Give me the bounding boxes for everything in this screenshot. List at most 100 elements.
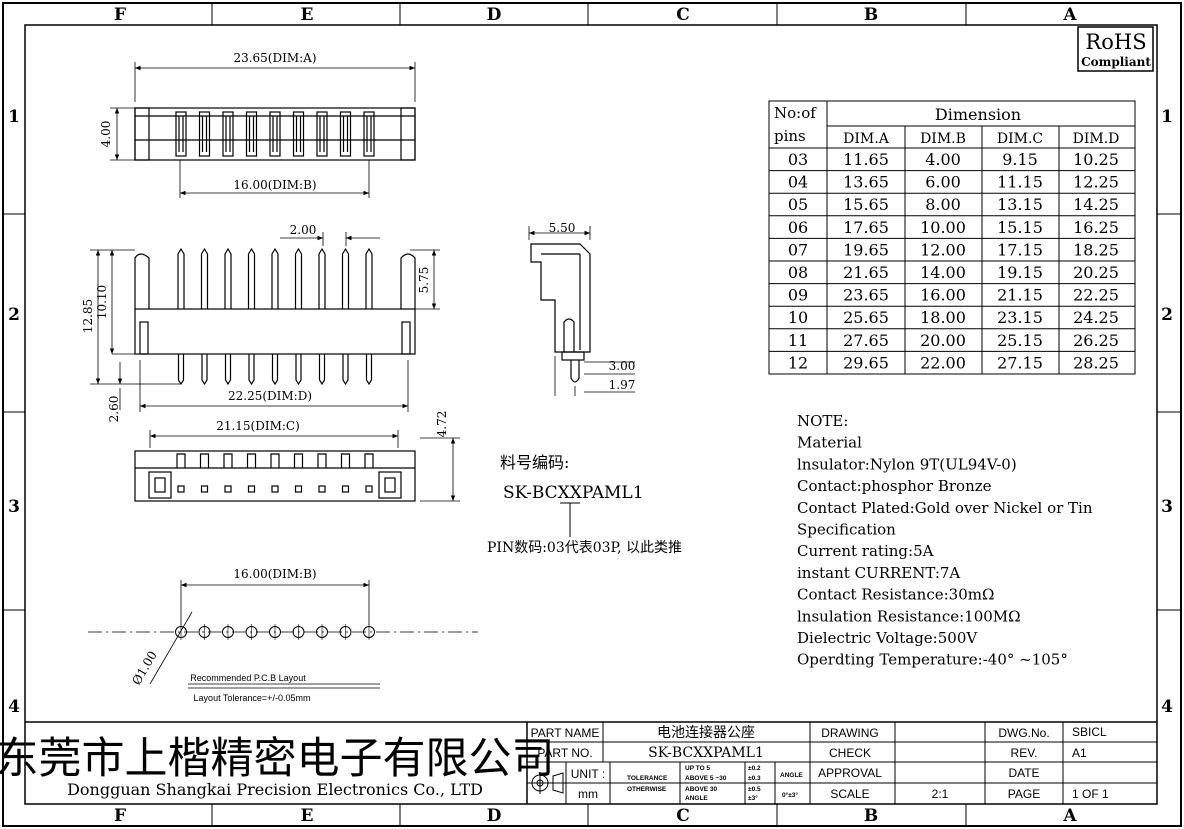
tol-line: ABOVE 30	[685, 786, 718, 793]
col-label-top: B	[864, 5, 878, 25]
bottom-pin	[293, 453, 304, 493]
table-cell: 4.00	[925, 150, 961, 169]
note-line: instant CURRENT:7A	[797, 564, 960, 582]
table-cell: 27.65	[843, 331, 889, 350]
table-col-header: DIM.D	[1073, 131, 1120, 147]
table-cell: 10.00	[920, 218, 966, 237]
top-pin	[175, 111, 187, 157]
table-col-header: DIM.B	[920, 131, 966, 147]
table-cell: 22.25	[1073, 286, 1119, 305]
unit-value: mm	[578, 787, 598, 801]
rev-label: REV.	[1011, 746, 1038, 760]
col-label-top: C	[676, 5, 690, 25]
pcb-hole	[222, 624, 234, 640]
rohs-main: RoHS	[1085, 30, 1146, 54]
table-cell: 25.65	[843, 308, 889, 327]
dwg-no-label: DWG.No.	[998, 726, 1049, 740]
pcb-hole	[316, 624, 328, 640]
table-cell: 13.65	[843, 173, 889, 192]
note-line: Specification	[797, 521, 896, 539]
part-code-label: 料号编码:	[500, 453, 569, 472]
table-col-header: DIM.C	[997, 131, 1043, 147]
table-cell: 15.15	[997, 218, 1043, 237]
page-value: 1 OF 1	[1072, 787, 1109, 801]
pcb-hole	[363, 624, 375, 640]
table-cell: 27.15	[997, 353, 1043, 372]
note-line: Material	[797, 434, 862, 452]
pitch-label: 2.00	[290, 223, 317, 237]
height-body-label: 10.10	[95, 285, 109, 319]
page-label: PAGE	[1008, 787, 1040, 801]
front-pin	[365, 247, 373, 386]
front-view	[90, 232, 440, 412]
table-cell-pins: 07	[788, 240, 808, 259]
table-cell: 23.15	[997, 308, 1043, 327]
table-cell: 12.00	[920, 240, 966, 259]
top-view	[110, 62, 416, 198]
tol-value: ±0.2	[748, 765, 761, 772]
pcb-tolerance: Layout Tolerance=+/-0.05mm	[194, 693, 311, 703]
dim-a-label: 23.65(DIM:A)	[233, 51, 316, 65]
row-label-left: 1	[8, 107, 20, 127]
table-cell-pins: 06	[788, 218, 808, 237]
tol-value: ±0.3	[748, 775, 761, 782]
table-cell: 16.00	[920, 286, 966, 305]
dim-b-label: 16.00(DIM:B)	[233, 178, 316, 192]
top-pin	[245, 111, 258, 157]
col-label-bottom: C	[676, 806, 690, 826]
note-line: Contact:phosphor Bronze	[797, 477, 992, 495]
otherwise-label: OTHERWISE	[627, 786, 667, 793]
table-cell-pins: 08	[788, 263, 808, 282]
dimension-table: No:of pins Dimension DIM.A DIM.B DIM.C D…	[768, 100, 1136, 375]
table-cell: 20.25	[1073, 263, 1119, 282]
front-pin	[294, 247, 303, 386]
col-label-top: F	[114, 5, 126, 25]
table-cell: 29.65	[843, 353, 889, 372]
bottom-pin	[340, 453, 351, 493]
table-cell: 12.25	[1073, 173, 1119, 192]
side-d2-label: 1.97	[609, 378, 636, 392]
table-cell: 16.25	[1073, 218, 1119, 237]
pin-length-label: 2.60	[107, 396, 121, 423]
front-pin	[247, 247, 256, 386]
table-cell: 24.25	[1073, 308, 1119, 327]
table-cell: 18.00	[920, 308, 966, 327]
table-cell: 15.65	[843, 195, 889, 214]
pcb-hole	[292, 624, 305, 640]
drawing-label: DRAWING	[821, 726, 879, 740]
height-total-label: 12.85	[81, 299, 95, 333]
front-pin	[271, 247, 279, 386]
tol-value: ±0.5	[748, 786, 761, 793]
table-cell-pins: 03	[788, 150, 808, 169]
scale-label: SCALE	[830, 787, 869, 801]
bottom-pin	[317, 453, 327, 493]
rohs-stamp: RoHS Compliant	[1077, 26, 1154, 72]
table-header-group: Dimension	[935, 105, 1021, 124]
angle-label: ANGLE	[780, 772, 803, 779]
table-cell-pins: 09	[788, 286, 808, 305]
table-cell: 19.65	[843, 240, 889, 259]
row-label-right: 2	[1161, 305, 1173, 325]
company-en: Dongguan Shangkai Precision Electronics …	[67, 780, 483, 799]
rev-value: A1	[1072, 746, 1087, 760]
pcb-dim-b: 16.00(DIM:B)	[233, 567, 316, 581]
table-cell: 22.00	[920, 353, 966, 372]
top-pin	[198, 111, 211, 157]
pcb-hole-dim: Ø1.00	[129, 649, 159, 688]
col-label-bottom: F	[114, 806, 126, 826]
part-name-value: 电池连接器公座	[657, 724, 755, 741]
note-line: Contact Plated:Gold over Nickel or Tin	[797, 499, 1093, 517]
top-pin	[222, 111, 234, 157]
part-code: SK-BCXXPAML1	[503, 483, 644, 503]
table-cell: 8.00	[925, 195, 961, 214]
side-width-label: 5.50	[549, 221, 576, 235]
table-cell: 23.65	[843, 286, 889, 305]
row-label-left: 3	[8, 497, 20, 517]
table-cell: 20.00	[920, 331, 966, 350]
table-cell: 19.15	[997, 263, 1043, 282]
table-cell: 28.25	[1073, 353, 1119, 372]
top-pin	[363, 111, 375, 157]
table-cell: 11.65	[843, 150, 889, 169]
note-line: lnsulation Resistance:100MΩ	[797, 607, 1021, 625]
